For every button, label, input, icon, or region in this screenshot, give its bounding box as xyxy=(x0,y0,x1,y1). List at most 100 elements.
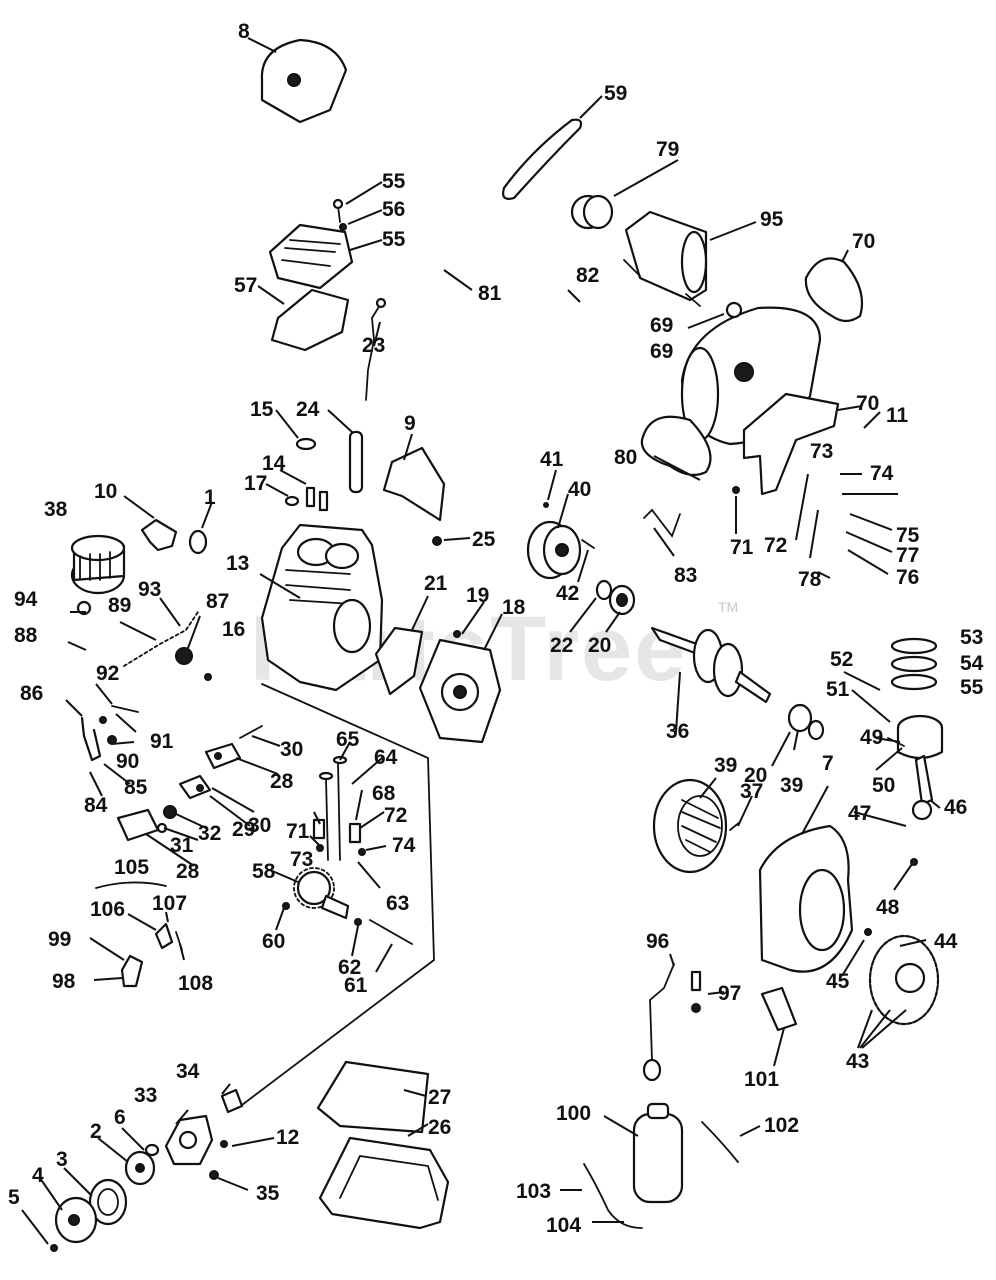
part-ignition-coil-105[interactable] xyxy=(632,1102,684,1204)
callout-13: 13 xyxy=(226,552,249,575)
callout-112: 107 xyxy=(152,892,187,915)
part-air-cleaner-40[interactable] xyxy=(70,534,126,595)
part-cylinder-block-13[interactable] xyxy=(260,523,384,692)
part-screw-47[interactable] xyxy=(864,928,872,936)
part-flywheel-41[interactable] xyxy=(652,778,728,874)
callout-94: 89 xyxy=(108,594,131,617)
part-head-gasket-60[interactable] xyxy=(270,288,350,352)
part-bracket-103[interactable] xyxy=(120,954,144,988)
part-spark-plug-102[interactable] xyxy=(690,970,702,1013)
part-belt-62[interactable] xyxy=(502,118,583,200)
part-oil-pan-27[interactable] xyxy=(318,1136,450,1230)
part-pin-76[interactable] xyxy=(732,486,740,494)
part-piston-53[interactable] xyxy=(896,714,944,760)
part-ignition-harness-101[interactable] xyxy=(642,963,675,1082)
part-strap-85[interactable] xyxy=(640,415,712,477)
part-lead-107[interactable] xyxy=(701,1121,739,1163)
part-washer-59[interactable] xyxy=(339,223,347,231)
callout-100: 95 xyxy=(760,208,784,231)
part-bolt-50[interactable] xyxy=(910,858,918,866)
part-flange-36[interactable] xyxy=(220,1088,244,1114)
callout-111: 106 xyxy=(90,898,125,921)
part-seal-15[interactable] xyxy=(295,437,317,451)
part-nut-37[interactable] xyxy=(209,1170,219,1180)
part-bearing-20[interactable] xyxy=(608,584,636,616)
part-elbow-10[interactable] xyxy=(140,518,178,552)
part-dowel-pins-14[interactable] xyxy=(305,486,329,512)
part-connecting-rod-48[interactable] xyxy=(911,754,934,821)
part-gasket-6[interactable] xyxy=(144,1143,160,1157)
part-rod-31[interactable] xyxy=(239,725,263,739)
part-gasket-1[interactable] xyxy=(188,529,208,555)
callout-84: 79 xyxy=(656,138,679,161)
part-wire-108[interactable] xyxy=(583,1163,643,1229)
part-seal-23[interactable] xyxy=(595,579,613,601)
part-pulley-84[interactable] xyxy=(570,194,614,230)
callout-81: 76 xyxy=(896,566,919,589)
part-flywheel-42[interactable] xyxy=(526,520,582,580)
part-head-bolt-58[interactable] xyxy=(332,198,344,223)
part-governor-linkage[interactable] xyxy=(80,611,199,762)
callout-55b: 54 xyxy=(960,652,984,675)
part-pin-65[interactable] xyxy=(354,918,362,926)
part-valves-67-68[interactable] xyxy=(318,755,348,861)
callout-70: 73 xyxy=(290,848,313,871)
part-springs-69-71[interactable] xyxy=(312,818,366,856)
part-screw-16[interactable] xyxy=(204,673,212,681)
part-blower-housing-7[interactable] xyxy=(758,824,854,973)
callout-92: 87 xyxy=(206,590,229,613)
callout-18: 18 xyxy=(502,596,526,619)
part-cylinder-head-57[interactable] xyxy=(268,223,354,290)
callout-56: 55 xyxy=(960,676,984,699)
part-gasket-set-30-32[interactable] xyxy=(178,742,242,800)
part-bracket-75[interactable] xyxy=(742,392,840,496)
callout-57: 55 xyxy=(382,228,406,251)
part-starter-generator-100[interactable] xyxy=(623,210,708,307)
part-pan-gasket-28[interactable] xyxy=(316,1060,430,1134)
part-carburetor-35[interactable] xyxy=(164,1114,214,1166)
callout-70b: 74 xyxy=(392,834,416,857)
part-screw-12[interactable] xyxy=(220,1140,228,1148)
callout-4: 4 xyxy=(32,1164,44,1187)
part-crankshaft-38[interactable] xyxy=(650,626,772,704)
part-pin-44[interactable] xyxy=(581,539,595,549)
part-plate-29[interactable] xyxy=(116,808,160,842)
part-filter-3[interactable] xyxy=(88,1178,128,1226)
assembly-boundary-line xyxy=(237,683,435,1109)
part-seal-21[interactable] xyxy=(807,719,825,741)
callout-2: 2 xyxy=(90,1120,102,1143)
part-cover-4[interactable] xyxy=(54,1196,98,1244)
part-housing-2[interactable] xyxy=(124,1150,156,1186)
part-gasket-22[interactable] xyxy=(374,626,424,696)
part-air-baffle-9[interactable] xyxy=(382,446,446,522)
part-oring-17[interactable] xyxy=(284,495,300,507)
part-spring-34[interactable] xyxy=(163,805,177,819)
callout-22: 21 xyxy=(424,572,448,595)
part-camshaft-gear-61[interactable] xyxy=(293,867,350,920)
part-cap-73[interactable] xyxy=(725,301,743,319)
callout-48: 46 xyxy=(944,796,967,819)
part-strap-74[interactable] xyxy=(804,257,864,323)
part-rope-start-46[interactable] xyxy=(868,934,940,1026)
part-bearing-20b[interactable] xyxy=(787,703,813,733)
part-tube-25[interactable] xyxy=(348,430,364,494)
part-shaft-64[interactable] xyxy=(369,919,413,945)
callout-44: 42 xyxy=(556,582,579,605)
part-handle-88[interactable] xyxy=(643,508,681,538)
part-seal-19[interactable] xyxy=(453,630,461,638)
callout-66: 63 xyxy=(386,892,409,915)
callout-73: 69 xyxy=(650,314,673,337)
part-key-43[interactable] xyxy=(543,502,549,508)
part-blower-housing-cover-8[interactable] xyxy=(260,38,348,124)
callout-15: 15 xyxy=(250,398,274,421)
part-breather-tube-24[interactable] xyxy=(365,297,387,401)
part-plug-26[interactable] xyxy=(432,536,442,546)
callout-96: 91 xyxy=(150,730,174,753)
part-clip-63[interactable] xyxy=(282,902,290,910)
part-bearing-plate-18[interactable] xyxy=(418,638,502,744)
part-screw-5[interactable] xyxy=(50,1244,58,1252)
part-bracket-106[interactable] xyxy=(760,986,798,1032)
callout-79: 74 xyxy=(870,462,894,485)
part-piston-rings-55-56[interactable] xyxy=(890,637,938,691)
callout-64: 61 xyxy=(344,974,368,997)
